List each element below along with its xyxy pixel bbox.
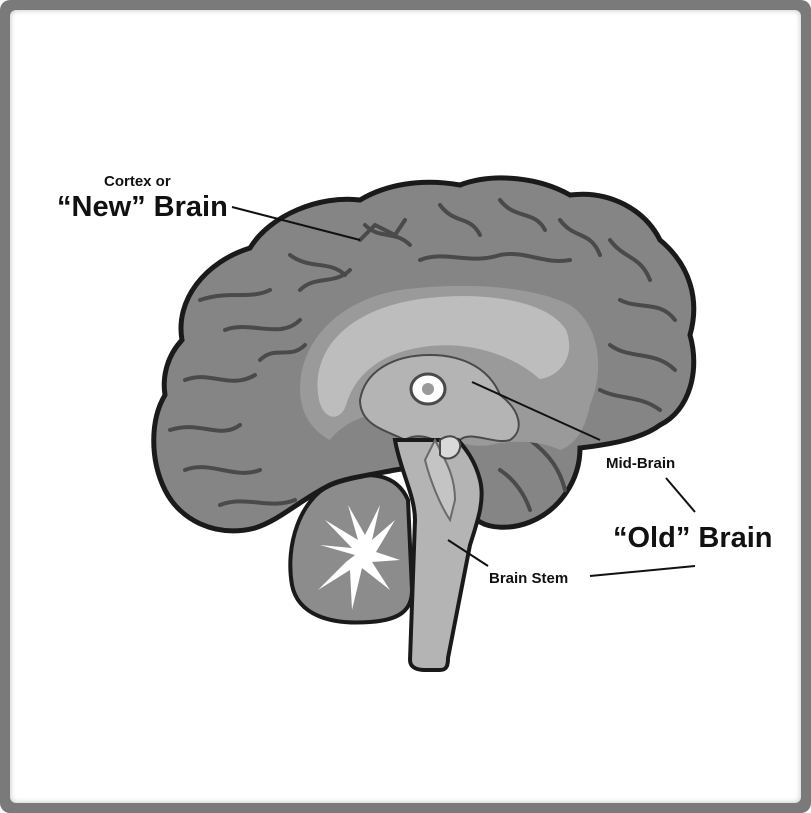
leader-mid-to-old [666,478,695,512]
leader-stem-to-old [590,566,695,576]
label-cortex-line1: Cortex or [104,173,171,190]
label-old-brain: “Old” Brain [613,522,773,554]
pituitary [440,436,460,458]
label-brain-stem: Brain Stem [489,570,568,587]
label-new-brain: “New” Brain [57,191,228,223]
label-mid-brain: Mid-Brain [606,455,675,472]
thalamus-nucleus-core [422,383,434,395]
